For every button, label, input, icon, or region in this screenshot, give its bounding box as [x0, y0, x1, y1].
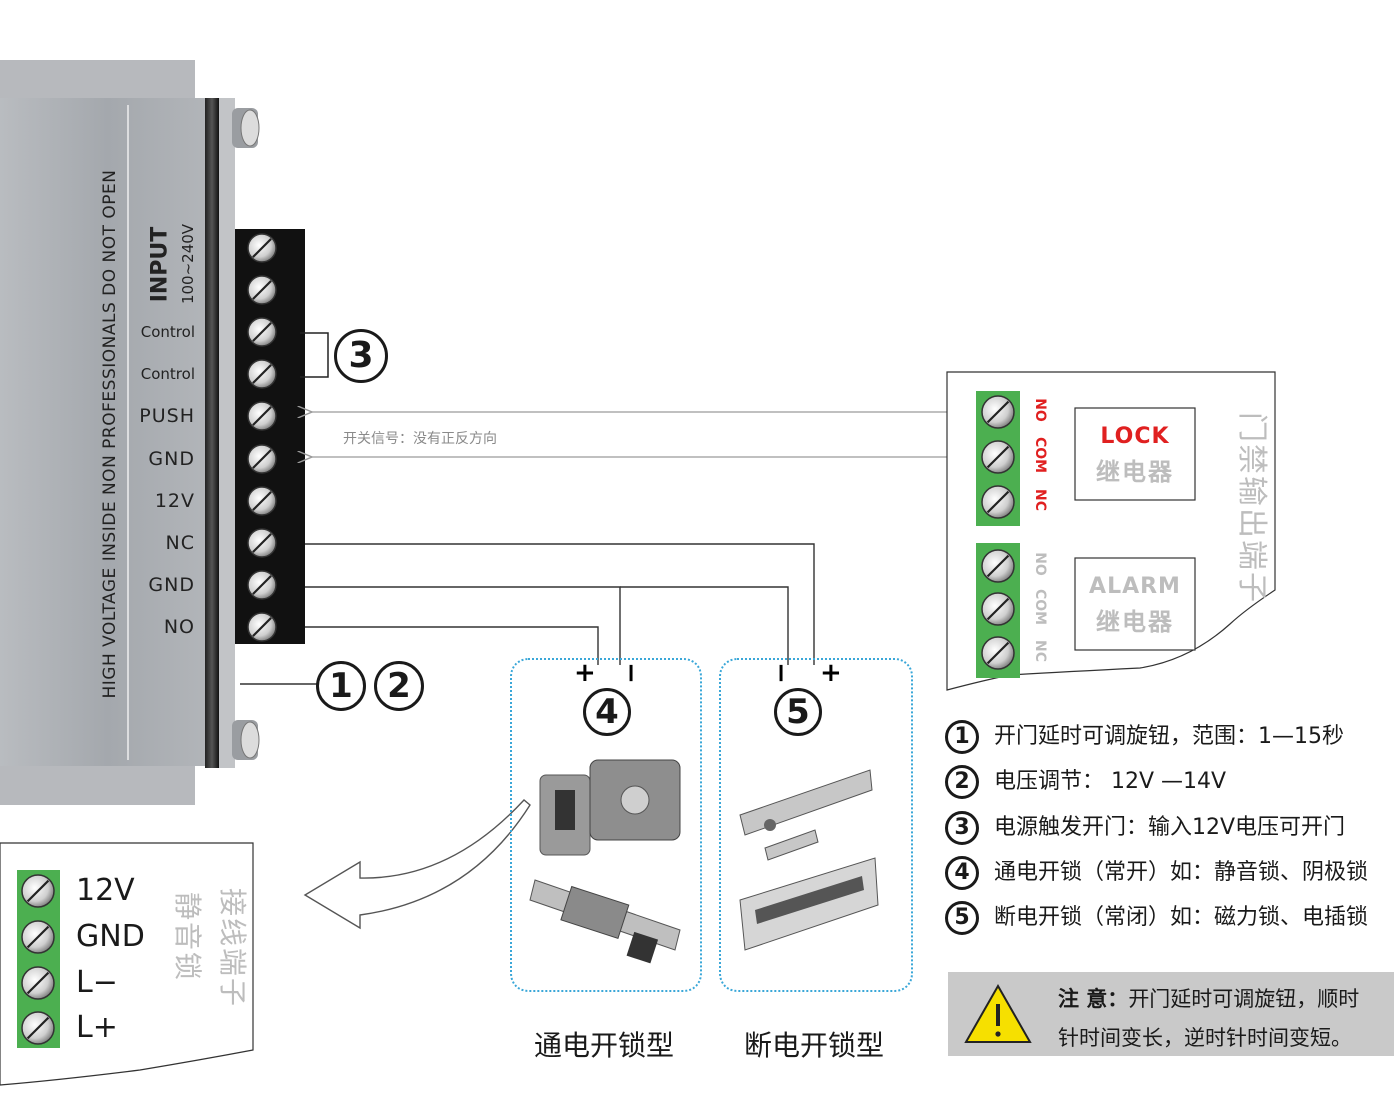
- legend-text: 开门延时可调旋钮，范围：1—15秒: [994, 724, 1344, 749]
- silent-pin-label: L+: [76, 1010, 118, 1045]
- silent-lock-screws: [21, 874, 55, 1045]
- power-supply-unit: [0, 60, 305, 805]
- rim-lock-image: [539, 759, 681, 856]
- cathode-lock-image: [529, 879, 681, 964]
- terminal-screw-icon: [247, 401, 277, 431]
- relay-pin-label: NO: [1032, 552, 1048, 576]
- legend-number: 1: [945, 720, 979, 754]
- terminal-screw-icon: [981, 440, 1015, 474]
- legend-text: 断电开锁（常闭）如：磁力锁、电插锁: [994, 905, 1369, 930]
- terminal-screw-icon: [981, 485, 1015, 519]
- power-off-unlock-group: [719, 658, 913, 992]
- note-box: [948, 972, 1394, 1056]
- terminal-screw-icon: [21, 1011, 55, 1045]
- lock-relay-sub: 继电器: [1096, 458, 1174, 486]
- lock-relay-name: LOCK: [1100, 424, 1170, 449]
- relay-pin-label: NC: [1032, 489, 1048, 511]
- lock-wires: [240, 543, 815, 685]
- terminal-label: GND: [148, 448, 195, 470]
- note-line-1: 注 意：开门延时可调旋钮，顺时: [1058, 983, 1359, 1013]
- relay-terminal-screws: [981, 395, 1015, 670]
- power-on-unlock-group: [510, 658, 702, 992]
- terminal-screw-icon: [981, 592, 1015, 626]
- terminal-screw-icon: [247, 444, 277, 474]
- power-on-unlock-label: 通电开锁型: [533, 1029, 674, 1062]
- relay-pin-label: NC: [1032, 640, 1048, 662]
- legend-number: 5: [945, 901, 979, 935]
- terminal-label: NC: [165, 532, 195, 554]
- terminal-screw-icon: [21, 874, 55, 908]
- magnetic-lock-image: [739, 857, 879, 951]
- legend-number: 2: [945, 765, 979, 799]
- legend-number: 4: [945, 856, 979, 890]
- terminal-label: PUSH: [139, 405, 195, 427]
- legend-number: 3: [945, 811, 979, 845]
- terminal-label: Control: [140, 323, 195, 341]
- silent-panel-title-1: 静音锁: [171, 891, 204, 982]
- electric-bolt-lock-image: [739, 769, 873, 861]
- silent-pin-label: L−: [76, 965, 118, 1000]
- polarity-lock5-left: −: [765, 662, 796, 684]
- note-label: 注 意：: [1058, 987, 1129, 1011]
- polarity-lock5-right: +: [820, 658, 842, 688]
- terminal-screw-icon: [21, 966, 55, 1000]
- terminal-screw-icon: [247, 233, 277, 263]
- terminal-label: NO: [163, 616, 195, 638]
- alarm-relay-name: ALARM: [1089, 574, 1181, 599]
- terminal-screw-icon: [247, 570, 277, 600]
- terminal-screw-icon: [247, 528, 277, 558]
- silent-pin-label: GND: [76, 919, 145, 954]
- note-line-2: 针时间变长，逆时针时间变短。: [1058, 1026, 1352, 1050]
- access-panel-title: 门禁输出端子: [1234, 412, 1269, 604]
- legend-text: 通电开锁（常开）如：静音锁、阴极锁: [994, 860, 1369, 885]
- relay-pin-label: COM: [1032, 588, 1048, 626]
- callout-4: 4: [583, 688, 631, 736]
- power-off-unlock-label: 断电开锁型: [743, 1029, 884, 1062]
- legend-text: 电源触发开门：输入12V电压可开门: [994, 815, 1346, 840]
- signal-note: 开关信号：没有正反方向: [343, 431, 497, 447]
- callout-3-bracket: [300, 332, 329, 378]
- terminal-screw-icon: [247, 612, 277, 642]
- terminal-screw-icon: [247, 486, 277, 516]
- polarity-lock4-left: +: [574, 658, 596, 688]
- callout-1: 1: [316, 661, 366, 711]
- legend-text: 电压调节： 12V —14V: [994, 769, 1227, 794]
- input-voltage-range: 100~240V: [179, 223, 197, 305]
- relay-pin-label: NO: [1032, 398, 1048, 422]
- terminal-screw-icon: [981, 395, 1015, 429]
- alarm-relay-sub: 继电器: [1096, 608, 1174, 636]
- terminal-screw-icon: [981, 549, 1015, 583]
- hollow-arrow-icon: [303, 799, 531, 930]
- terminal-screw-icon: [247, 359, 277, 389]
- callout-3: 3: [334, 329, 388, 383]
- relay-pin-label: COM: [1032, 436, 1048, 474]
- input-title: INPUT: [147, 226, 173, 303]
- terminal-screw-icon: [247, 275, 277, 305]
- callout-2: 2: [374, 661, 424, 711]
- terminal-label: GND: [148, 574, 195, 596]
- terminal-label: Control: [140, 365, 195, 383]
- terminal-label: 12V: [154, 490, 195, 512]
- terminal-screw-icon: [981, 636, 1015, 670]
- terminal-screws: [247, 233, 277, 642]
- silent-panel-title-2: 接线端子: [216, 887, 249, 1008]
- callout-5: 5: [774, 688, 822, 736]
- silent-pin-label: 12V: [76, 873, 135, 908]
- note-text-1: 开门延时可调旋钮，顺时: [1128, 987, 1360, 1011]
- terminal-screw-icon: [247, 317, 277, 347]
- polarity-lock4-right: −: [615, 662, 646, 684]
- terminal-screw-icon: [21, 920, 55, 954]
